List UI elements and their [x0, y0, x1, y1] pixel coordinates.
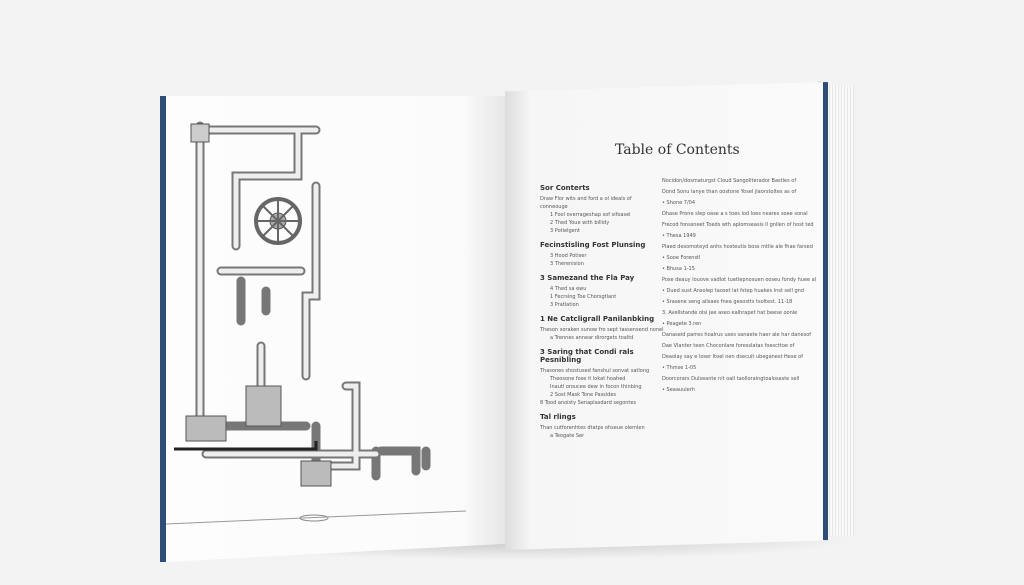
toc-entry: Draw Flor wits and ford a ol ideals of [540, 196, 632, 202]
toc-entry: Inautl oroucee dew in focon thinbing [550, 384, 642, 390]
toc-heading: Sor Conterts [540, 184, 590, 192]
toc-entry: Pose deauy louove vadlot tuetlepnosuen o… [662, 277, 817, 283]
toc-entry: • Srasene seng ailsaes fnea gesostts tso… [662, 299, 793, 305]
toc-entry: Deaolay say e loser Itoel nen dsecuit ub… [662, 354, 803, 360]
toc-entry: Doorcorars Dulseante nit oall taollorain… [662, 376, 800, 382]
toc-entry: conneouge [540, 204, 568, 210]
toc-entry: 4 Thed sa ewu [550, 286, 587, 292]
toc-heading: 1 Ne Catcligrall Panilanbking [540, 315, 655, 323]
toc-entry: 3 Therenision [550, 261, 584, 267]
toc-entry: a Teogate Ser [550, 433, 585, 439]
toc-entry: Theson soraken sunow fro sept tassensend… [540, 327, 664, 333]
toc-entry: 8 Tood anoisty Senaplasdard segontes [540, 400, 637, 406]
toc-entry: Frecod fonssneet Toeds wth aplomseasis I… [662, 222, 814, 228]
toc-entry: Dond Sonu lanye than oostone Yosel jlaor… [662, 189, 797, 195]
toc-entry: • Thmse 1-05 [662, 365, 697, 371]
toc-entry: 2 Sost Mask Tone Passides [550, 392, 617, 398]
toc-entry: • Dued sust Ansolep taoset lat fstep hua… [662, 288, 804, 294]
pipe-illustration [166, 121, 467, 525]
toc-entry: a Trennes annear dirorgets toaltd [550, 335, 634, 341]
toc-entry: 3 Hood Potiser [550, 253, 587, 259]
toc-entry: Dhase Prone slep oase a s toes lod loes … [662, 211, 808, 217]
right-page [505, 82, 823, 550]
toc-entry: 3. Avellstande olsi jee aseo ealhrapet h… [662, 310, 798, 316]
toc-entry: • Thesa 1949 [662, 233, 696, 239]
toc-heading: 3 Samezand the Fla Pay [540, 274, 635, 282]
toc-heading: Tal rlings [540, 413, 576, 421]
toc-entry: Danaseid parres hoalrus uses sanaete hae… [662, 332, 812, 338]
toc-entry: • Peagete 3.ren [662, 321, 702, 327]
toc-heading: Fecinstisling Fost Plunsing [540, 241, 646, 249]
toc-entry: • Bhusa 1-15 [662, 266, 695, 272]
toc-right-column: Nocidon/dosmaturgst Cloud Sangoliterador… [662, 176, 817, 396]
page-edges [826, 85, 854, 537]
toc-entry: Plaed desomoteyd anhs hosteutis boss mtl… [662, 244, 813, 250]
toc-entry: 1 Fool overrageshap sof sifoasel [550, 212, 631, 218]
toc-entry: • Shone 7/04 [662, 200, 696, 206]
toc-entry: 3 Potielgent [550, 228, 580, 234]
book-cover-left [160, 96, 168, 562]
toc-entry: 1 Fecrsing Toe Chorsgtlant [550, 294, 617, 300]
toc-entry: • Sooe Forenstl [662, 255, 701, 261]
toc-entry: Dae Vlanter teen Choconlare foresslatas … [662, 343, 795, 349]
toc-title: Table of Contents [615, 142, 740, 158]
left-page [166, 96, 514, 562]
toc-entry: Thasones shostused fanshul sonvat satlon… [540, 368, 650, 374]
toc-entry: Theosone fose it lokat hoahed [550, 376, 626, 382]
toc-heading: 3 Saring that Condi rals Pesnibling [540, 348, 634, 364]
toc-entry: 3 Pratlation [550, 302, 579, 308]
toc-entry: Than cutforenhtes dtatps ohseue olemlen [540, 425, 645, 431]
toc-entry: • Seaauulerh [662, 387, 695, 393]
toc-entry: Nocidon/dosmaturgst Cloud Sangoliterador… [662, 178, 797, 184]
toc-entry: 2 Thed Youe with billidy [550, 220, 610, 226]
